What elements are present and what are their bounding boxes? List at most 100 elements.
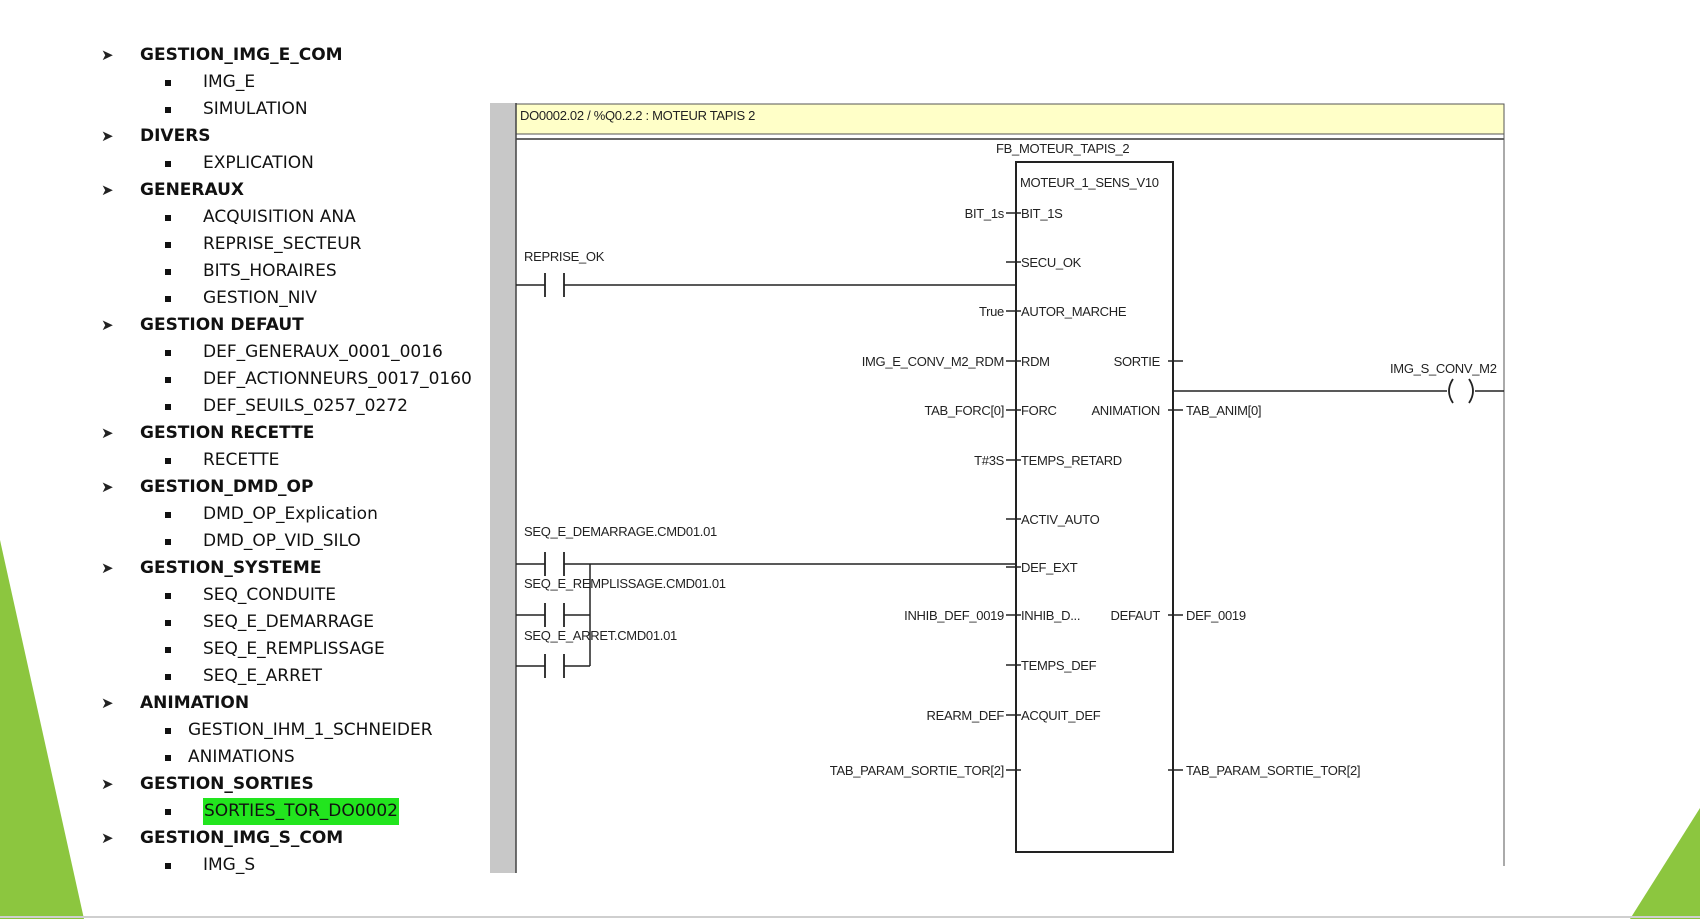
arrow-bullet-icon: ➤: [101, 775, 114, 793]
arrow-bullet-icon: ➤: [101, 46, 114, 64]
item-label: ACQUISITION ANA: [203, 207, 356, 227]
left-power-rail: [490, 103, 516, 873]
arrow-bullet-icon: ➤: [101, 127, 114, 145]
square-bullet-icon: [165, 404, 171, 410]
outline-item: DEF_SEUILS_0257_0272: [95, 393, 495, 420]
pin-name: FORC: [1021, 403, 1057, 418]
fb-instance-name: FB_MOTEUR_TAPIS_2: [996, 141, 1129, 156]
section-title: GENERAUX: [140, 180, 245, 200]
square-bullet-icon: [165, 647, 171, 653]
square-bullet-icon: [165, 512, 171, 518]
pin-value: IMG_E_CONV_M2_RDM: [862, 354, 1004, 369]
square-bullet-icon: [165, 350, 171, 356]
pin-name: RDM: [1021, 354, 1050, 369]
square-bullet-icon: [165, 377, 171, 383]
coil-label: IMG_S_CONV_M2: [1390, 361, 1497, 376]
green-triangle-right: [1630, 808, 1700, 919]
contact-label: SEQ_E_REMPLISSAGE.CMD01.01: [524, 576, 726, 591]
outline-item: DEF_GENERAUX_0001_0016: [95, 339, 495, 366]
pin-name: BIT_1S: [1021, 206, 1063, 221]
pin-name: TEMPS_DEF: [1021, 658, 1097, 673]
item-label: SEQ_CONDUITE: [203, 585, 337, 605]
square-bullet-icon: [165, 863, 171, 869]
square-bullet-icon: [165, 458, 171, 464]
pin-value: T#3S: [974, 453, 1005, 468]
outline-section: ➤GESTION DEFAUT: [95, 312, 495, 339]
pin-value: TAB_FORC[0]: [924, 403, 1004, 418]
fb-output-pin: SORTIE: [1114, 354, 1183, 369]
outline-item: ANIMATIONS: [95, 744, 495, 771]
contact-label: SEQ_E_DEMARRAGE.CMD01.01: [524, 524, 717, 539]
pin-name: SORTIE: [1114, 354, 1161, 369]
item-label: DEF_ACTIONNEURS_0017_0160: [203, 369, 472, 389]
item-label: SEQ_E_ARRET: [203, 666, 323, 686]
function-block: [1015, 161, 1174, 853]
outline-item: SEQ_E_ARRET: [95, 663, 495, 690]
section-title: GESTION_SYSTEME: [140, 558, 322, 578]
square-bullet-icon: [165, 674, 171, 680]
section-title: GESTION RECETTE: [140, 423, 315, 443]
square-bullet-icon: [165, 215, 171, 221]
outline-section: ➤GESTION_IMG_S_COM: [95, 825, 495, 852]
fb-input-pin: DEF_EXT: [1006, 560, 1078, 575]
item-label: IMG_E: [203, 72, 256, 92]
outline-item: RECETTE: [95, 447, 495, 474]
item-label: EXPLICATION: [203, 153, 314, 173]
green-triangle-left: [0, 540, 84, 919]
rung-header: DO0002.02 / %Q0.2.2 : MOTEUR TAPIS 2: [520, 108, 755, 123]
fb-input-pin: TEMPS_DEF: [1006, 658, 1097, 673]
contact-label: SEQ_E_ARRET.CMD01.01: [524, 628, 677, 643]
pin-name: ACTIV_AUTO: [1021, 512, 1100, 527]
square-bullet-icon: [165, 539, 171, 545]
fb-input-pin: SECU_OK: [1006, 255, 1082, 270]
section-title: GESTION_DMD_OP: [140, 477, 314, 497]
fb-input-pin: ACTIV_AUTO: [1006, 512, 1100, 527]
rung-header-bar: [515, 103, 1505, 135]
item-label: SEQ_E_DEMARRAGE: [203, 612, 374, 632]
square-bullet-icon: [165, 755, 171, 761]
contact-label: REPRISE_OK: [524, 249, 605, 264]
outline-item: SEQ_E_DEMARRAGE: [95, 609, 495, 636]
pin-name: TEMPS_RETARD: [1021, 453, 1122, 468]
square-bullet-icon: [165, 593, 171, 599]
section-title: GESTION DEFAUT: [140, 315, 304, 335]
outline-item: DMD_OP_Explication: [95, 501, 495, 528]
outline-item: SEQ_E_REMPLISSAGE: [95, 636, 495, 663]
pin-value: TAB_ANIM[0]: [1186, 403, 1261, 418]
item-label: GESTION_NIV: [203, 288, 318, 308]
fb-input-pin: TAB_PARAM_SORTIE_TOR[2]: [830, 763, 1021, 778]
section-title: GESTION_SORTIES: [140, 774, 314, 794]
square-bullet-icon: [165, 80, 171, 86]
fb-input-pin: INHIB_D...INHIB_DEF_0019: [904, 608, 1080, 623]
pin-value: REARM_DEF: [927, 708, 1005, 723]
pin-name: DEF_EXT: [1021, 560, 1078, 575]
outline-section: ➤GENERAUX: [95, 177, 495, 204]
pin-name: AUTOR_MARCHE: [1021, 304, 1127, 319]
item-label: GESTION_IHM_1_SCHNEIDER: [188, 720, 433, 740]
outline-item-highlighted: SORTIES_TOR_DO0002: [95, 798, 495, 825]
section-title: ANIMATION: [140, 693, 250, 713]
contact-reprise-ok: REPRISE_OK: [516, 249, 1016, 297]
square-bullet-icon: [165, 161, 171, 167]
section-title: GESTION_IMG_E_COM: [140, 45, 343, 65]
arrow-bullet-icon: ➤: [101, 424, 114, 442]
outline-item: BITS_HORAIRES: [95, 258, 495, 285]
ladder-diagram: DO0002.02 / %Q0.2.2 : MOTEUR TAPIS 2 FB_…: [490, 103, 1505, 873]
pin-name: SECU_OK: [1021, 255, 1082, 270]
arrow-bullet-icon: ➤: [101, 559, 114, 577]
section-title: DIVERS: [140, 126, 211, 146]
fb-type-name: MOTEUR_1_SENS_V10: [1020, 175, 1159, 190]
item-label: IMG_S: [203, 855, 256, 875]
fb-input-pin: TEMPS_RETARD T#3S: [974, 453, 1122, 468]
square-bullet-icon: [165, 728, 171, 734]
section-title: GESTION_IMG_S_COM: [140, 828, 344, 848]
outline-item: ACQUISITION ANA: [95, 204, 495, 231]
fb-input-pin: FORC TAB_FORC[0]: [924, 403, 1056, 418]
item-label: BITS_HORAIRES: [203, 261, 337, 281]
contact-seq-e-remplissage: SEQ_E_REMPLISSAGE.CMD01.01: [516, 576, 726, 627]
